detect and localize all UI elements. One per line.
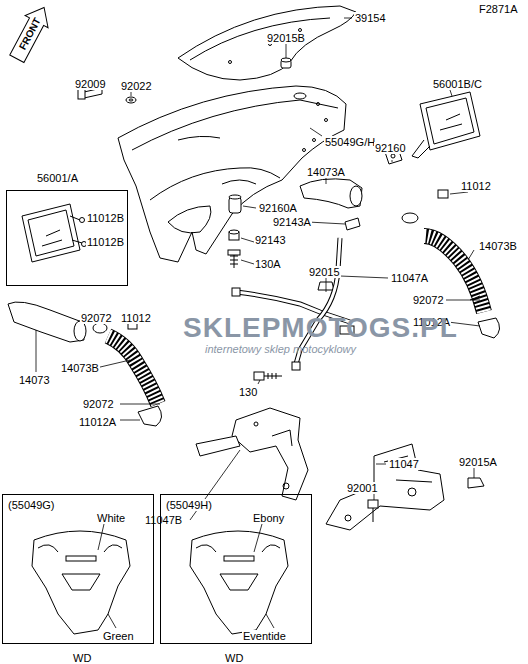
callout-number: 130A [254, 258, 282, 270]
callout-number: 92072 [80, 312, 113, 324]
callout-number: F2871A [478, 3, 519, 15]
callout-number: 14073B [478, 240, 518, 252]
callout-number: WD [72, 652, 92, 664]
box-heading: (55049G) [7, 499, 55, 511]
bracket-left [196, 408, 308, 500]
callout-number: 11012 [460, 180, 492, 192]
leader-lines [36, 18, 480, 628]
callout-number: 56001B/C [432, 78, 483, 90]
callout-number: 55049G/H [324, 136, 376, 148]
callout-number: 11047A [390, 272, 429, 284]
left-mirror [22, 204, 87, 262]
callout-number: 92143A [272, 216, 312, 228]
callout-number: 39154 [354, 12, 387, 24]
front-arrow [5, 1, 55, 64]
callout-number: 92015B [266, 32, 306, 44]
direction-label: FRONT [16, 15, 44, 53]
callout-number: 92143 [254, 234, 287, 246]
callout-label: 11012B [86, 236, 125, 248]
box-outline [160, 494, 312, 644]
callout-number: 92001 [346, 482, 379, 494]
callout-number: 11012 [120, 312, 152, 324]
callout-number: 14073B [60, 362, 100, 374]
watermark: SKLEPMOTOGS.PL [182, 313, 459, 343]
box-heading: 56001/A [36, 172, 79, 184]
callout-number: 92009 [74, 78, 107, 90]
callout-number: 92160 [374, 142, 407, 154]
bolt [254, 372, 282, 380]
callout-number: 92160A [258, 202, 298, 214]
callout-number: 92015 [308, 266, 341, 278]
upper-cowl [118, 86, 346, 262]
callout-number: 14073A [306, 166, 346, 178]
callout-number: 14073 [18, 374, 51, 386]
callout-label: Ebony [252, 512, 285, 524]
box-heading: (55049H) [165, 499, 213, 511]
callout-label: 11012B [86, 212, 125, 224]
callout-number: 11047B [144, 514, 183, 526]
callout-number: 92022 [120, 80, 153, 92]
callout-number: 11047 [388, 458, 420, 470]
callout-label: Eventide [242, 630, 287, 642]
left-duct [8, 302, 162, 426]
inset-box: (55049H) EbonyEventide [160, 494, 312, 644]
box-outline [2, 494, 154, 644]
watermark: internetowy sklep motocyklowy [204, 343, 357, 355]
small-parts [78, 58, 448, 290]
windscreen [178, 6, 356, 80]
callout-number: 92072 [82, 398, 115, 410]
callout-label: White [96, 512, 126, 524]
callout-number: 130 [238, 386, 258, 398]
right-mirror [412, 92, 480, 158]
callout-label: Green [102, 630, 135, 642]
callout-number: 92015A [458, 456, 498, 468]
callout-number: 11012A [78, 416, 117, 428]
callout-number: 92072 [412, 294, 445, 306]
callout-number: WD [224, 652, 244, 664]
inset-box: (55049G) WhiteGreen [2, 494, 154, 644]
part-box: 56001/A11012B11012B [6, 190, 128, 286]
